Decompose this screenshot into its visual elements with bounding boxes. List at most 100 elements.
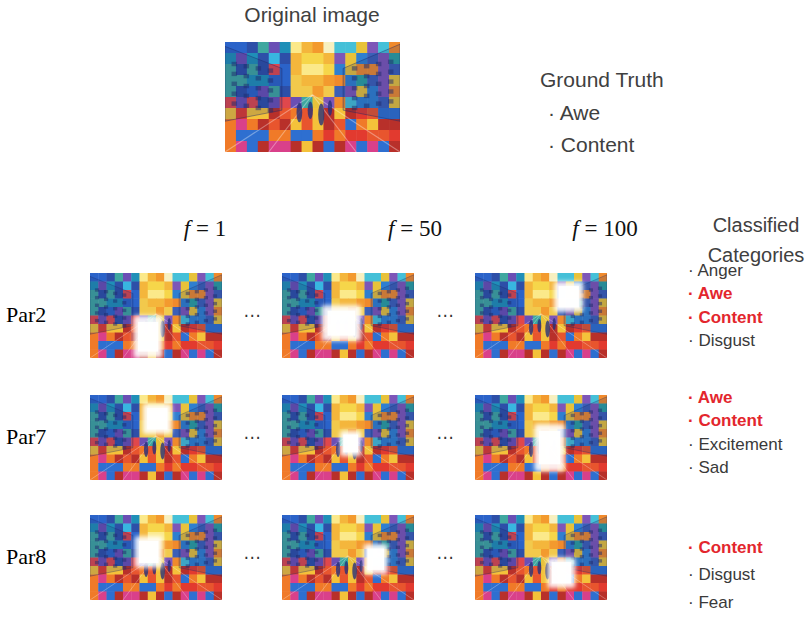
occlusion-patch bbox=[134, 316, 163, 359]
window bbox=[378, 299, 382, 302]
mosaic-tile bbox=[348, 421, 357, 430]
mosaic-tile bbox=[398, 463, 407, 472]
window bbox=[204, 426, 208, 429]
window bbox=[204, 553, 208, 556]
person-figure bbox=[168, 318, 171, 330]
window bbox=[305, 541, 309, 544]
mosaic-tile bbox=[574, 350, 583, 359]
mosaic-tile bbox=[156, 299, 165, 308]
mosaic-tile bbox=[348, 273, 357, 282]
window bbox=[244, 64, 249, 68]
mosaic-tile bbox=[541, 395, 550, 404]
mosaic-tile bbox=[348, 412, 357, 421]
mosaic-tile bbox=[181, 524, 190, 533]
mosaic-tile bbox=[492, 350, 501, 359]
mosaic-tile bbox=[123, 395, 132, 404]
mosaic-tile bbox=[181, 515, 190, 524]
mosaic-tile bbox=[398, 592, 407, 601]
window bbox=[387, 313, 391, 316]
mosaic-tile bbox=[483, 463, 492, 472]
window bbox=[287, 538, 291, 541]
mosaic-tile bbox=[98, 333, 107, 342]
mosaic-tile bbox=[302, 53, 313, 65]
window bbox=[204, 538, 208, 541]
occlusion-patch bbox=[143, 404, 172, 435]
mosaic-tile bbox=[323, 53, 334, 65]
window bbox=[571, 414, 575, 417]
mosaic-tile bbox=[348, 341, 357, 350]
mosaic-tile bbox=[156, 395, 165, 404]
window bbox=[314, 324, 318, 327]
mosaic-tile bbox=[140, 395, 149, 404]
mosaic-tile bbox=[483, 455, 492, 464]
mosaic-tile bbox=[332, 592, 341, 601]
window bbox=[405, 439, 409, 442]
mosaic-tile bbox=[348, 350, 357, 359]
mosaic-tile bbox=[541, 472, 550, 481]
window bbox=[396, 296, 400, 299]
mosaic-tile bbox=[332, 532, 341, 541]
mosaic-tile bbox=[566, 515, 575, 524]
window bbox=[498, 414, 502, 417]
mosaic-tile bbox=[98, 341, 107, 350]
mosaic-tile bbox=[558, 524, 567, 533]
mosaic-tile bbox=[345, 53, 356, 65]
mosaic-tile bbox=[356, 130, 367, 142]
window bbox=[314, 438, 318, 441]
mosaic-tile bbox=[123, 404, 132, 413]
window bbox=[186, 549, 190, 552]
mosaic-tile bbox=[98, 463, 107, 472]
building-right bbox=[179, 517, 222, 577]
window bbox=[287, 311, 291, 314]
mosaic-tile bbox=[381, 592, 390, 601]
window bbox=[489, 427, 493, 430]
mosaic-tile bbox=[525, 307, 534, 316]
mosaic-tile bbox=[236, 141, 247, 153]
mosaic-tile bbox=[140, 472, 149, 481]
window bbox=[296, 412, 300, 415]
mosaic-tile bbox=[302, 141, 313, 153]
mosaic-tile bbox=[313, 75, 324, 87]
mosaic-tile bbox=[332, 341, 341, 350]
mosaic-tile bbox=[107, 472, 116, 481]
mosaic-tile bbox=[356, 463, 365, 472]
mosaic-tile bbox=[123, 592, 132, 601]
window bbox=[113, 292, 117, 295]
window bbox=[213, 287, 217, 290]
building-right bbox=[343, 44, 400, 121]
mosaic-tile bbox=[591, 341, 600, 350]
mosaic-tile bbox=[323, 282, 332, 291]
person-figure bbox=[344, 561, 348, 575]
window bbox=[122, 324, 126, 327]
window bbox=[113, 444, 117, 447]
mosaic-tile bbox=[123, 472, 132, 481]
window bbox=[122, 316, 126, 319]
window bbox=[480, 304, 484, 307]
mosaic-tile bbox=[525, 282, 534, 291]
window bbox=[195, 298, 199, 301]
window bbox=[95, 441, 99, 444]
mosaic-tile bbox=[107, 592, 116, 601]
window bbox=[213, 294, 217, 297]
window bbox=[213, 439, 217, 442]
mosaic-tile bbox=[315, 395, 324, 404]
window bbox=[122, 551, 126, 554]
mosaic-tile bbox=[389, 575, 398, 584]
window bbox=[268, 78, 273, 82]
mosaic-tile bbox=[332, 395, 341, 404]
mosaic-tile bbox=[290, 575, 299, 584]
mosaic-tile bbox=[258, 42, 269, 54]
mosaic-tile bbox=[291, 130, 302, 142]
window bbox=[388, 99, 393, 103]
mosaic-tile bbox=[508, 515, 517, 524]
mosaic-tile bbox=[197, 273, 206, 282]
window bbox=[364, 94, 369, 98]
mosaic-tile bbox=[140, 282, 149, 291]
mosaic-tile bbox=[315, 273, 324, 282]
mosaic-tile bbox=[348, 395, 357, 404]
mosaic-tile bbox=[156, 282, 165, 291]
occlusion-patch bbox=[135, 536, 163, 567]
building-left bbox=[282, 518, 325, 576]
mosaic-tile bbox=[206, 333, 215, 342]
mosaic-tile bbox=[381, 472, 390, 481]
